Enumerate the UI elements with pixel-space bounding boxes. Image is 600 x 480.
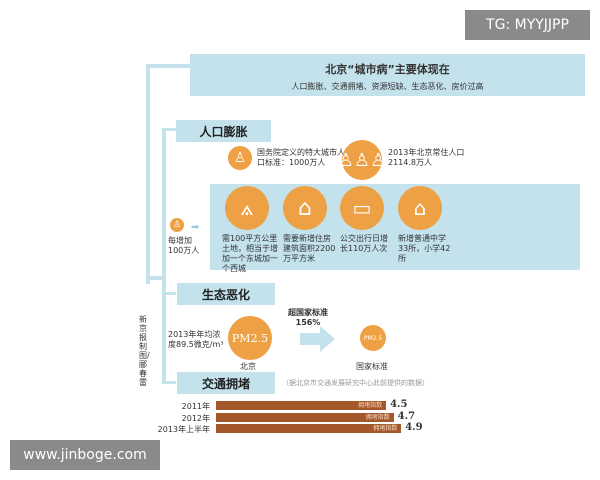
resident-population: 2013年北京常住人口2114.8万人 — [388, 148, 465, 167]
connector-line — [162, 128, 176, 131]
bar-value: 4.5 — [390, 399, 408, 410]
per-increase: 每增加100万人 — [168, 236, 200, 255]
connector-line — [162, 128, 166, 384]
person-icon: ♙ — [170, 218, 184, 232]
pm25-national-circle: PM2.5 — [360, 325, 386, 351]
bar-year: 2011年 — [181, 402, 210, 411]
house-icon: ⌂ — [283, 186, 327, 230]
exceed-label: 超国家标准156% — [288, 308, 328, 327]
connector-line — [162, 381, 176, 384]
traffic-bar: 拥堵指数 — [216, 412, 394, 422]
compass-icon: ⟑ — [225, 186, 269, 230]
connector-line — [146, 64, 190, 68]
arrow-icon: ➡ — [191, 222, 200, 233]
city-standard: 国务院定义的特大城市人口标准：1000万人 — [257, 148, 345, 167]
connector-line — [146, 64, 150, 284]
bar-year: 2012年 — [181, 413, 210, 423]
bus-icon: ▭ — [340, 186, 384, 230]
title: 北京“城市病”主要体现在 — [325, 63, 450, 76]
impact-panel: ⟑ 需100平方公里土地，相当于增加一个东城加一个西城 ⌂ 需要新增住房建筑面积… — [210, 184, 580, 273]
arrow-head — [320, 326, 335, 352]
population-header: 人口膨胀 — [176, 120, 271, 142]
person-icon: ♙ — [228, 146, 252, 170]
impact-bus: 公交出行日增长110万人次 — [340, 234, 388, 253]
people-icon: ♙♙♙ — [338, 140, 386, 180]
ecology-header: 生态恶化 — [177, 283, 275, 305]
beijing-label: 北京 — [240, 362, 256, 371]
bar-value: 4.9 — [405, 422, 423, 433]
impact-housing: 需要新增住房建筑面积2200万平方米 — [283, 234, 336, 263]
connector-line — [162, 292, 176, 295]
traffic-bar: 拥堵指数 — [216, 424, 402, 433]
watermark-bottom: www.jinboge.com — [10, 440, 160, 470]
credit: 新京报制图/郦春雷 — [139, 315, 150, 387]
national-label: 国家标准 — [356, 362, 388, 371]
bar-year: 2013年上半年 — [157, 425, 210, 434]
arrow-icon — [300, 333, 320, 345]
watermark-top: TG: MYYJJPP — [465, 10, 590, 40]
school-icon: ⌂ — [398, 186, 442, 230]
impact-school: 新增普通中学33所，小学42所 — [398, 234, 451, 263]
source-note: （据北京市交通发展研究中心此前提供的数据） — [282, 379, 429, 387]
connector-line — [146, 276, 164, 280]
traffic-header: 交通拥堵 — [177, 372, 275, 394]
traffic-bar: 拥堵指数 — [216, 401, 387, 410]
subtitle: 人口膨胀、交通拥堵、资源短缺、生态恶化、房价过高 — [291, 82, 484, 91]
title-box: 北京“城市病”主要体现在 人口膨胀、交通拥堵、资源短缺、生态恶化、房价过高 — [190, 54, 585, 96]
impact-land: 需100平方公里土地，相当于增加一个东城加一个西城 — [222, 234, 278, 273]
bar-value: 4.7 — [397, 410, 416, 422]
pm-concentration: 2013年年均浓度89.5微克/m³ — [168, 330, 224, 349]
pm25-beijing-circle: PM2.5 — [228, 316, 272, 360]
